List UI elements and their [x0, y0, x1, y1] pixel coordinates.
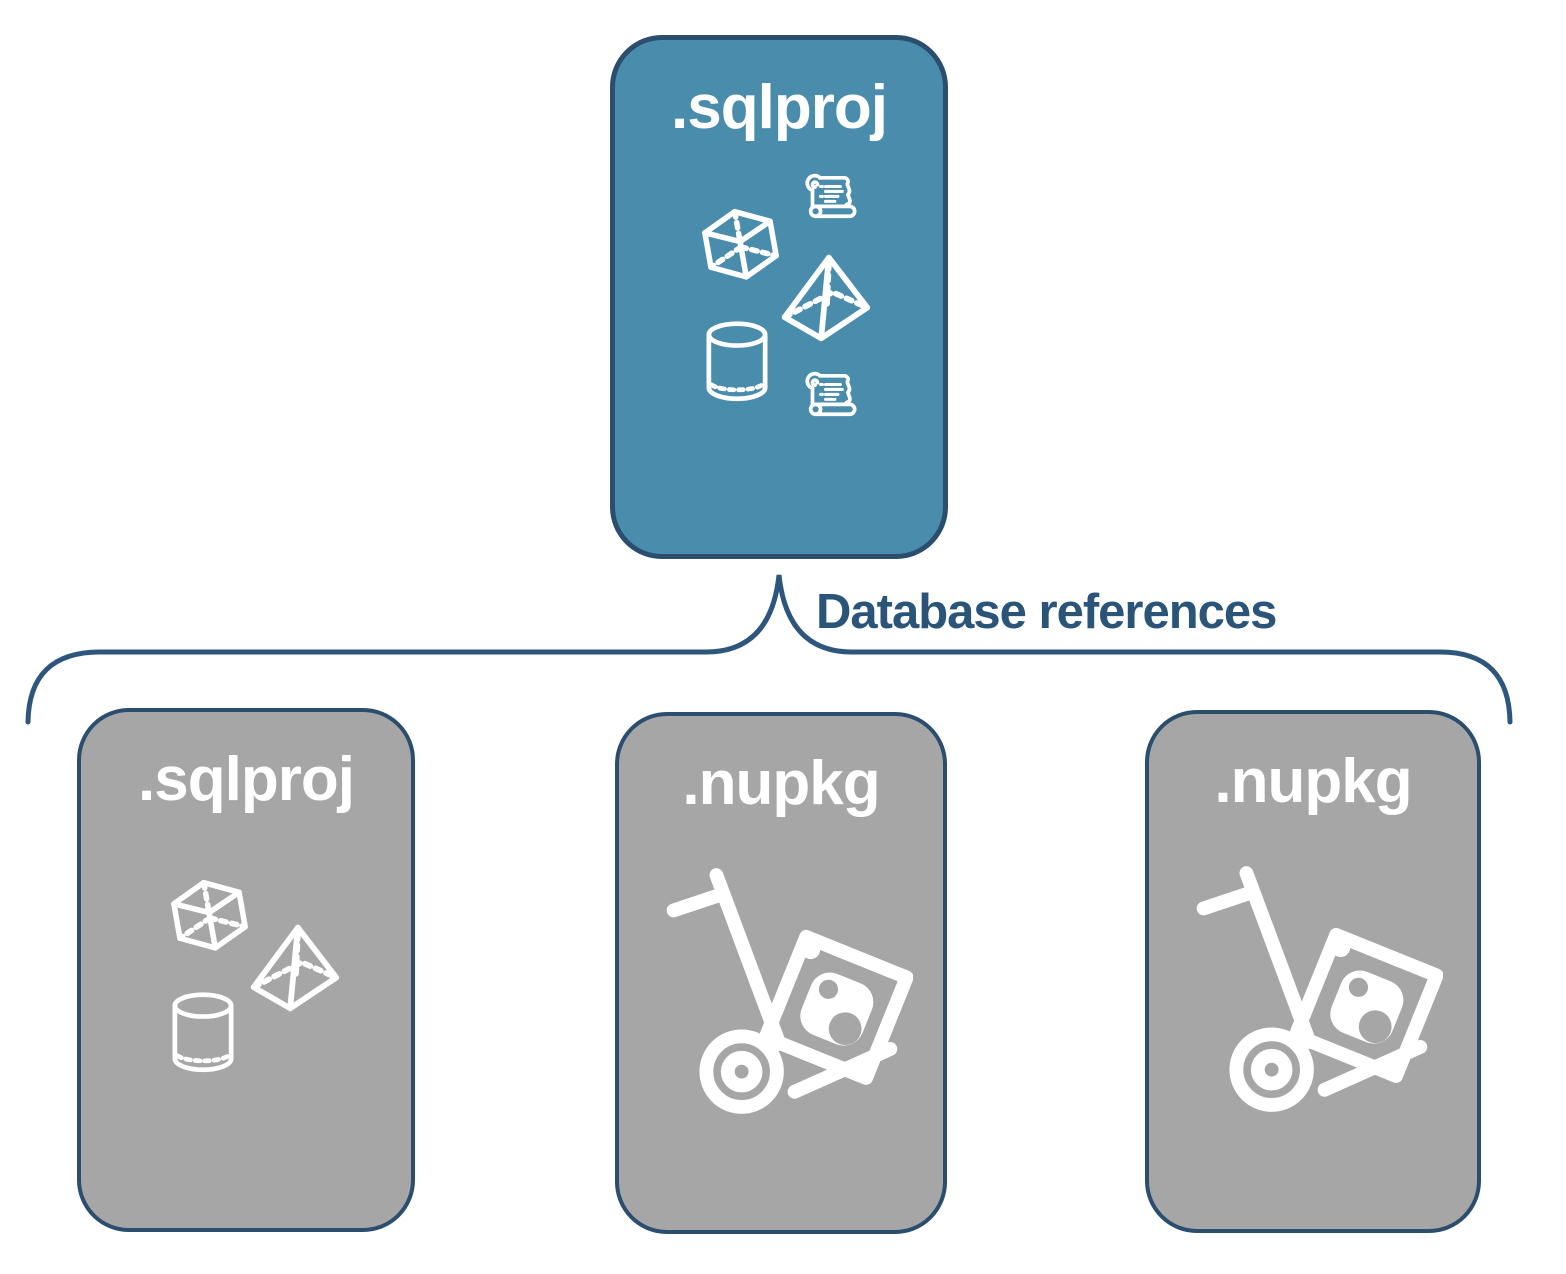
pyramid-icon: [773, 250, 877, 346]
box-title: .sqlproj: [138, 745, 355, 814]
box-sqlproj-reference: .sqlproj: [77, 708, 415, 1232]
box-sqlproj-parent: .sqlproj: [610, 35, 948, 559]
pyramid-icon: [242, 920, 346, 1016]
box-title: .nupkg: [682, 749, 880, 818]
scroll-icon: [797, 171, 859, 233]
box-title: .sqlproj: [671, 73, 888, 142]
cylinder-icon: [701, 319, 773, 405]
box-nupkg-reference-1: .nupkg: [615, 712, 947, 1234]
nuget-trolley-icon: [1191, 858, 1443, 1115]
scroll-icon: [797, 369, 859, 431]
cylinder-icon: [167, 990, 239, 1076]
box-nupkg-reference-2: .nupkg: [1145, 710, 1481, 1233]
nuget-trolley-icon: [661, 860, 913, 1117]
box-title: .nupkg: [1214, 747, 1412, 816]
connector-label: Database references: [816, 585, 1277, 639]
